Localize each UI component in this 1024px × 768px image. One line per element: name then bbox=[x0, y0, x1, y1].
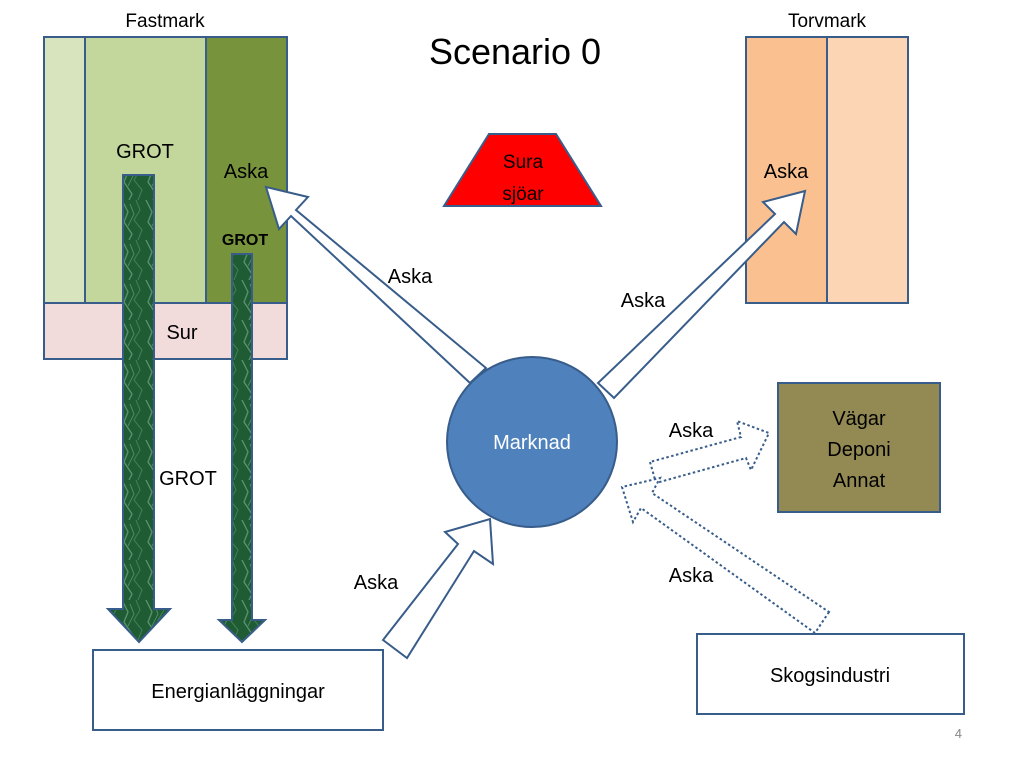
fastmark-heading: Fastmark bbox=[125, 11, 205, 32]
aska-arrow-to-fastmark bbox=[264, 185, 488, 385]
aska-arrow-to-vagar bbox=[648, 419, 771, 485]
sura-sjoar-shape bbox=[442, 133, 603, 207]
aska-from-energi-label: Aska bbox=[354, 572, 399, 594]
market-circle bbox=[446, 356, 618, 528]
sura-sjoar-line1: Sura bbox=[503, 152, 544, 173]
energi-box bbox=[92, 649, 384, 731]
skogs-box bbox=[696, 633, 965, 715]
torvmark-panel bbox=[745, 36, 909, 304]
page-number: 4 bbox=[955, 726, 962, 741]
page-title: Scenario 0 bbox=[429, 31, 601, 72]
sur-label: Sur bbox=[166, 322, 197, 344]
aska-from-skogs-label: Aska bbox=[669, 565, 714, 587]
grot-flow-label: GROT bbox=[159, 468, 217, 490]
torvmark-aska-label: Aska bbox=[764, 161, 809, 183]
aska-arrow-from-energi bbox=[381, 517, 495, 660]
vagar-line1: Vägar bbox=[832, 408, 886, 430]
grot-arrow-left bbox=[105, 174, 173, 644]
vagar-line2: Deponi bbox=[827, 439, 890, 461]
fastmark-aska-label: Aska bbox=[224, 161, 269, 183]
grot-arrow-right bbox=[216, 253, 268, 644]
sura-sjoar-line2: sjöar bbox=[502, 184, 544, 205]
aska-arrow-to-torvmark bbox=[596, 189, 807, 400]
vagar-box bbox=[777, 382, 941, 513]
market-label: Marknad bbox=[493, 432, 571, 454]
aska-to-vagar-label: Aska bbox=[669, 420, 714, 442]
skogs-label: Skogsindustri bbox=[770, 665, 890, 687]
vagar-line3: Annat bbox=[833, 470, 886, 492]
fastmark-grot-label: GROT bbox=[116, 141, 174, 163]
energi-label: Energianläggningar bbox=[151, 681, 325, 703]
aska-to-torvmark-label: Aska bbox=[621, 290, 666, 312]
torvmark-strip-dark bbox=[745, 36, 828, 304]
fastmark-strip-light bbox=[43, 36, 86, 304]
fastmark-grot-bold-label: GROT bbox=[222, 232, 268, 249]
torvmark-heading: Torvmark bbox=[788, 11, 867, 32]
torvmark-strip-light bbox=[826, 36, 909, 304]
aska-to-fastmark-label: Aska bbox=[388, 266, 433, 288]
fastmark-strip-dark bbox=[205, 36, 288, 304]
aska-arrow-from-skogs bbox=[620, 476, 831, 635]
